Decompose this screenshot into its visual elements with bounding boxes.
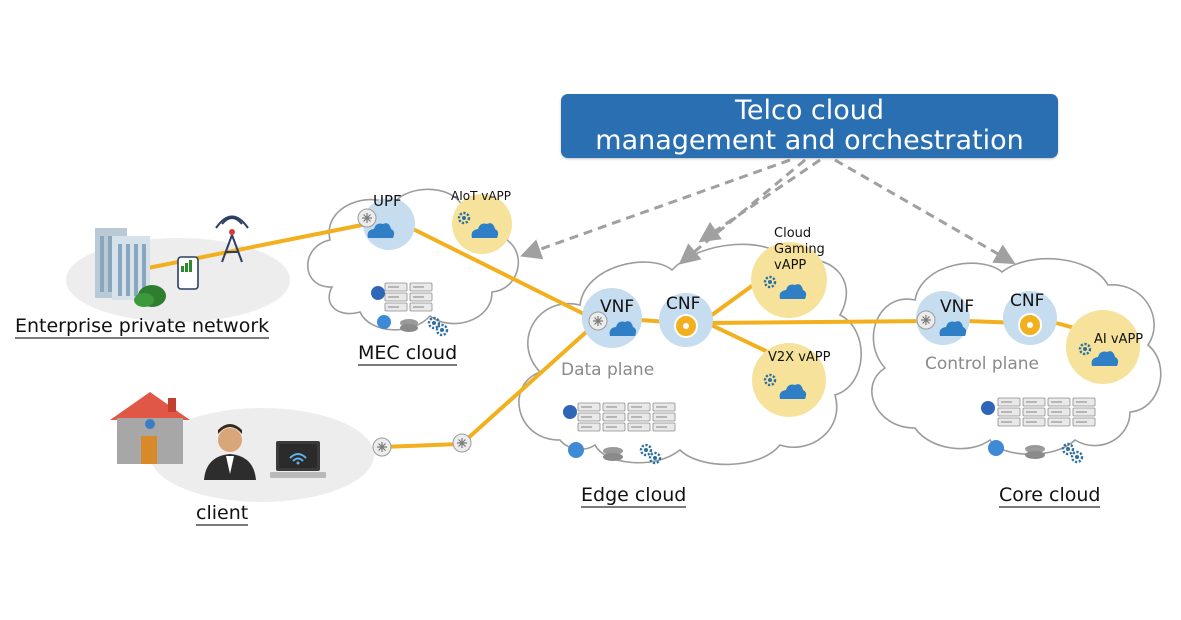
mec-cloud-caption: MEC cloud xyxy=(358,342,458,366)
cloud-gaming-vapp-node xyxy=(751,242,827,318)
client-base-ellipse xyxy=(150,408,374,502)
mec-servers-icon xyxy=(371,282,449,337)
edge-servers-icon xyxy=(563,402,676,465)
orchestration-box: Telco cloud management and orchestration xyxy=(561,94,1058,158)
upf-router-icon xyxy=(357,208,377,228)
upf-label: UPF xyxy=(373,192,402,210)
edge-cnf-label: CNF xyxy=(666,294,701,314)
ai-vapp-label: AI vAPP xyxy=(1094,332,1144,347)
edge-vnf-label: VNF xyxy=(600,297,635,317)
orchestration-title-line-2: management and orchestration xyxy=(595,125,1024,156)
cloud-gaming-label-line-1: Cloud xyxy=(774,226,812,241)
core-cnf-label: CNF xyxy=(1010,291,1045,311)
data-plane-label: Data plane xyxy=(561,360,655,380)
enterprise-building-icon xyxy=(95,228,166,307)
cell-tower-icon xyxy=(215,215,249,263)
user-person-icon xyxy=(204,424,256,480)
orchestration-title-line-1: Telco cloud xyxy=(734,95,885,126)
core-vnf-router-icon xyxy=(916,310,936,330)
edge-cloud-caption: Edge cloud xyxy=(581,484,687,508)
v2x-vapp-node xyxy=(752,343,826,417)
client-router-2-icon xyxy=(452,433,472,453)
aiot-vapp-label: AIoT vAPP xyxy=(451,189,512,203)
laptop-wifi-icon xyxy=(270,441,326,478)
5g-phone-icon xyxy=(177,256,199,290)
core-servers-icon xyxy=(981,397,1096,464)
core-cnf-hub-icon xyxy=(1018,313,1042,337)
orchestration-arrows xyxy=(520,158,1016,265)
core-vnf-label: VNF xyxy=(940,297,975,317)
house-icon xyxy=(110,392,190,464)
v2x-vapp-label: V2X vAPP xyxy=(768,350,831,365)
edge-cnf-hub-icon xyxy=(674,314,698,338)
cloud-gaming-label-line-2: Gaming xyxy=(774,242,825,257)
ai-vapp-node xyxy=(1066,310,1140,384)
core-cloud-caption: Core cloud xyxy=(999,484,1101,508)
cloud-gaming-label-line-3: vAPP xyxy=(774,258,807,273)
control-plane-label: Control plane xyxy=(925,354,1040,374)
client-router-1-icon xyxy=(372,437,392,457)
client-caption: client xyxy=(196,502,249,526)
enterprise-caption: Enterprise private network xyxy=(15,315,270,339)
